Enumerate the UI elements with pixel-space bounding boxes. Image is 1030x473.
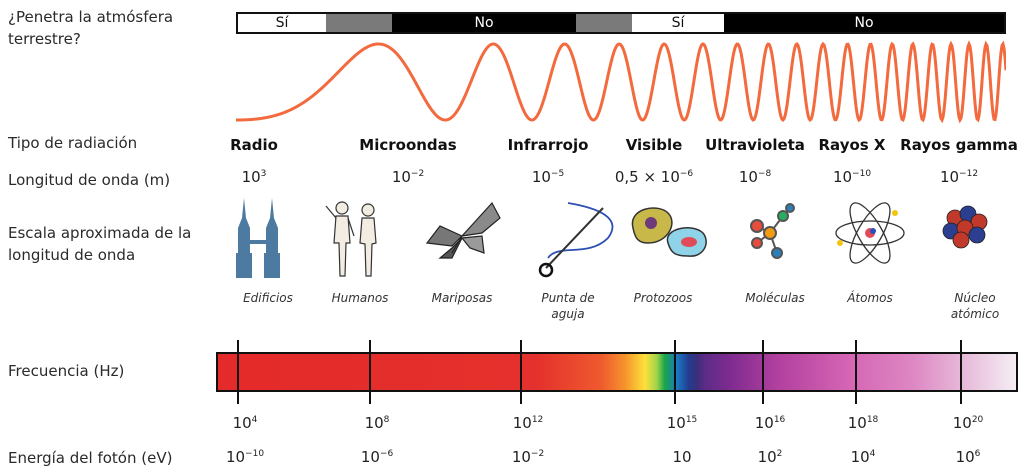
humans-icon	[320, 198, 390, 282]
nucleus-icon	[935, 198, 995, 257]
frequency-spectrum-bar	[216, 352, 1018, 392]
frequency-tick-label: 1020	[952, 414, 984, 432]
frequency-tick-label: 1016	[754, 414, 786, 432]
protozoa-icon	[623, 198, 713, 272]
wavelength-value: 0,5 × 10−6	[614, 168, 694, 186]
frequency-tick-line	[237, 340, 239, 404]
scale-example-label: Moléculas	[745, 291, 805, 305]
radiation-type-label: Tipo de radiación	[8, 134, 138, 152]
atmosphere-segment: No	[724, 14, 1004, 32]
frequency-tick-label: 1012	[512, 414, 544, 432]
buildings-icon	[228, 198, 298, 282]
frequency-tick-line	[674, 340, 676, 404]
wave-graphic	[236, 40, 1006, 124]
atmosphere-segment: Sí	[238, 14, 326, 32]
radiation-type: Visible	[625, 136, 683, 154]
molecule-icon	[735, 198, 805, 272]
wavelength-value: 10−8	[738, 168, 772, 186]
scale-example-label: Núcleo atómico	[950, 291, 1000, 321]
atmosphere-segment	[326, 14, 392, 32]
radiation-type: Microondas	[359, 136, 457, 154]
frequency-tick-line	[960, 340, 962, 404]
energy-tick-label: 10−2	[511, 448, 545, 466]
atmosphere-segment	[576, 14, 632, 32]
radiation-type: Infrarrojo	[507, 136, 589, 154]
frequency-tick-line	[369, 340, 371, 404]
radiation-type: Radio	[230, 136, 278, 154]
wavelength-value: 10−5	[531, 168, 565, 186]
radiation-type: Ultravioleta	[705, 136, 805, 154]
energy-tick-label: 102	[757, 448, 783, 466]
frequency-tick-line	[762, 340, 764, 404]
atom-icon	[830, 198, 910, 272]
photon-energy-label: Energía del fotón (eV)	[8, 449, 173, 467]
atmosphere-segment: No	[392, 14, 576, 32]
scale-example-label: Átomos	[847, 291, 893, 305]
wavelength-label: Longitud de onda (m)	[8, 171, 171, 189]
frequency-tick-label: 104	[232, 414, 258, 432]
scale-example-label: Punta de aguja	[541, 291, 595, 321]
atmosphere-question-label: ¿Penetra la atmósfera terrestre?	[8, 8, 174, 48]
scale-example-label: Edificios	[243, 291, 293, 305]
scale-label: Escala aproximada de la longitud de onda	[8, 224, 192, 264]
frequency-tick-label: 108	[364, 414, 390, 432]
wavelength-value: 10−2	[391, 168, 425, 186]
energy-tick-label: 10−6	[360, 448, 394, 466]
frequency-tick-line	[520, 340, 522, 404]
energy-tick-label: 10−10	[225, 448, 265, 466]
wavelength-value: 103	[241, 168, 267, 186]
frequency-tick-line	[855, 340, 857, 404]
radiation-type: Rayos gamma	[900, 136, 1018, 154]
needle-icon	[528, 198, 628, 287]
frequency-tick-label: 1018	[847, 414, 879, 432]
scale-example-label: Protozoos	[633, 291, 693, 305]
energy-tick-label: 104	[850, 448, 876, 466]
energy-tick-label: 106	[955, 448, 981, 466]
atmosphere-segment: Sí	[632, 14, 724, 32]
frequency-label: Frecuencia (Hz)	[8, 362, 125, 380]
scale-example-label: Humanos	[331, 291, 389, 305]
butterfly-icon	[422, 198, 502, 272]
energy-tick-label: 10	[672, 448, 692, 466]
wavelength-value: 10−12	[939, 168, 979, 186]
wavelength-value: 10−10	[832, 168, 872, 186]
frequency-tick-label: 1015	[666, 414, 698, 432]
scale-example-label: Mariposas	[431, 291, 493, 305]
radiation-type: Rayos X	[818, 136, 886, 154]
